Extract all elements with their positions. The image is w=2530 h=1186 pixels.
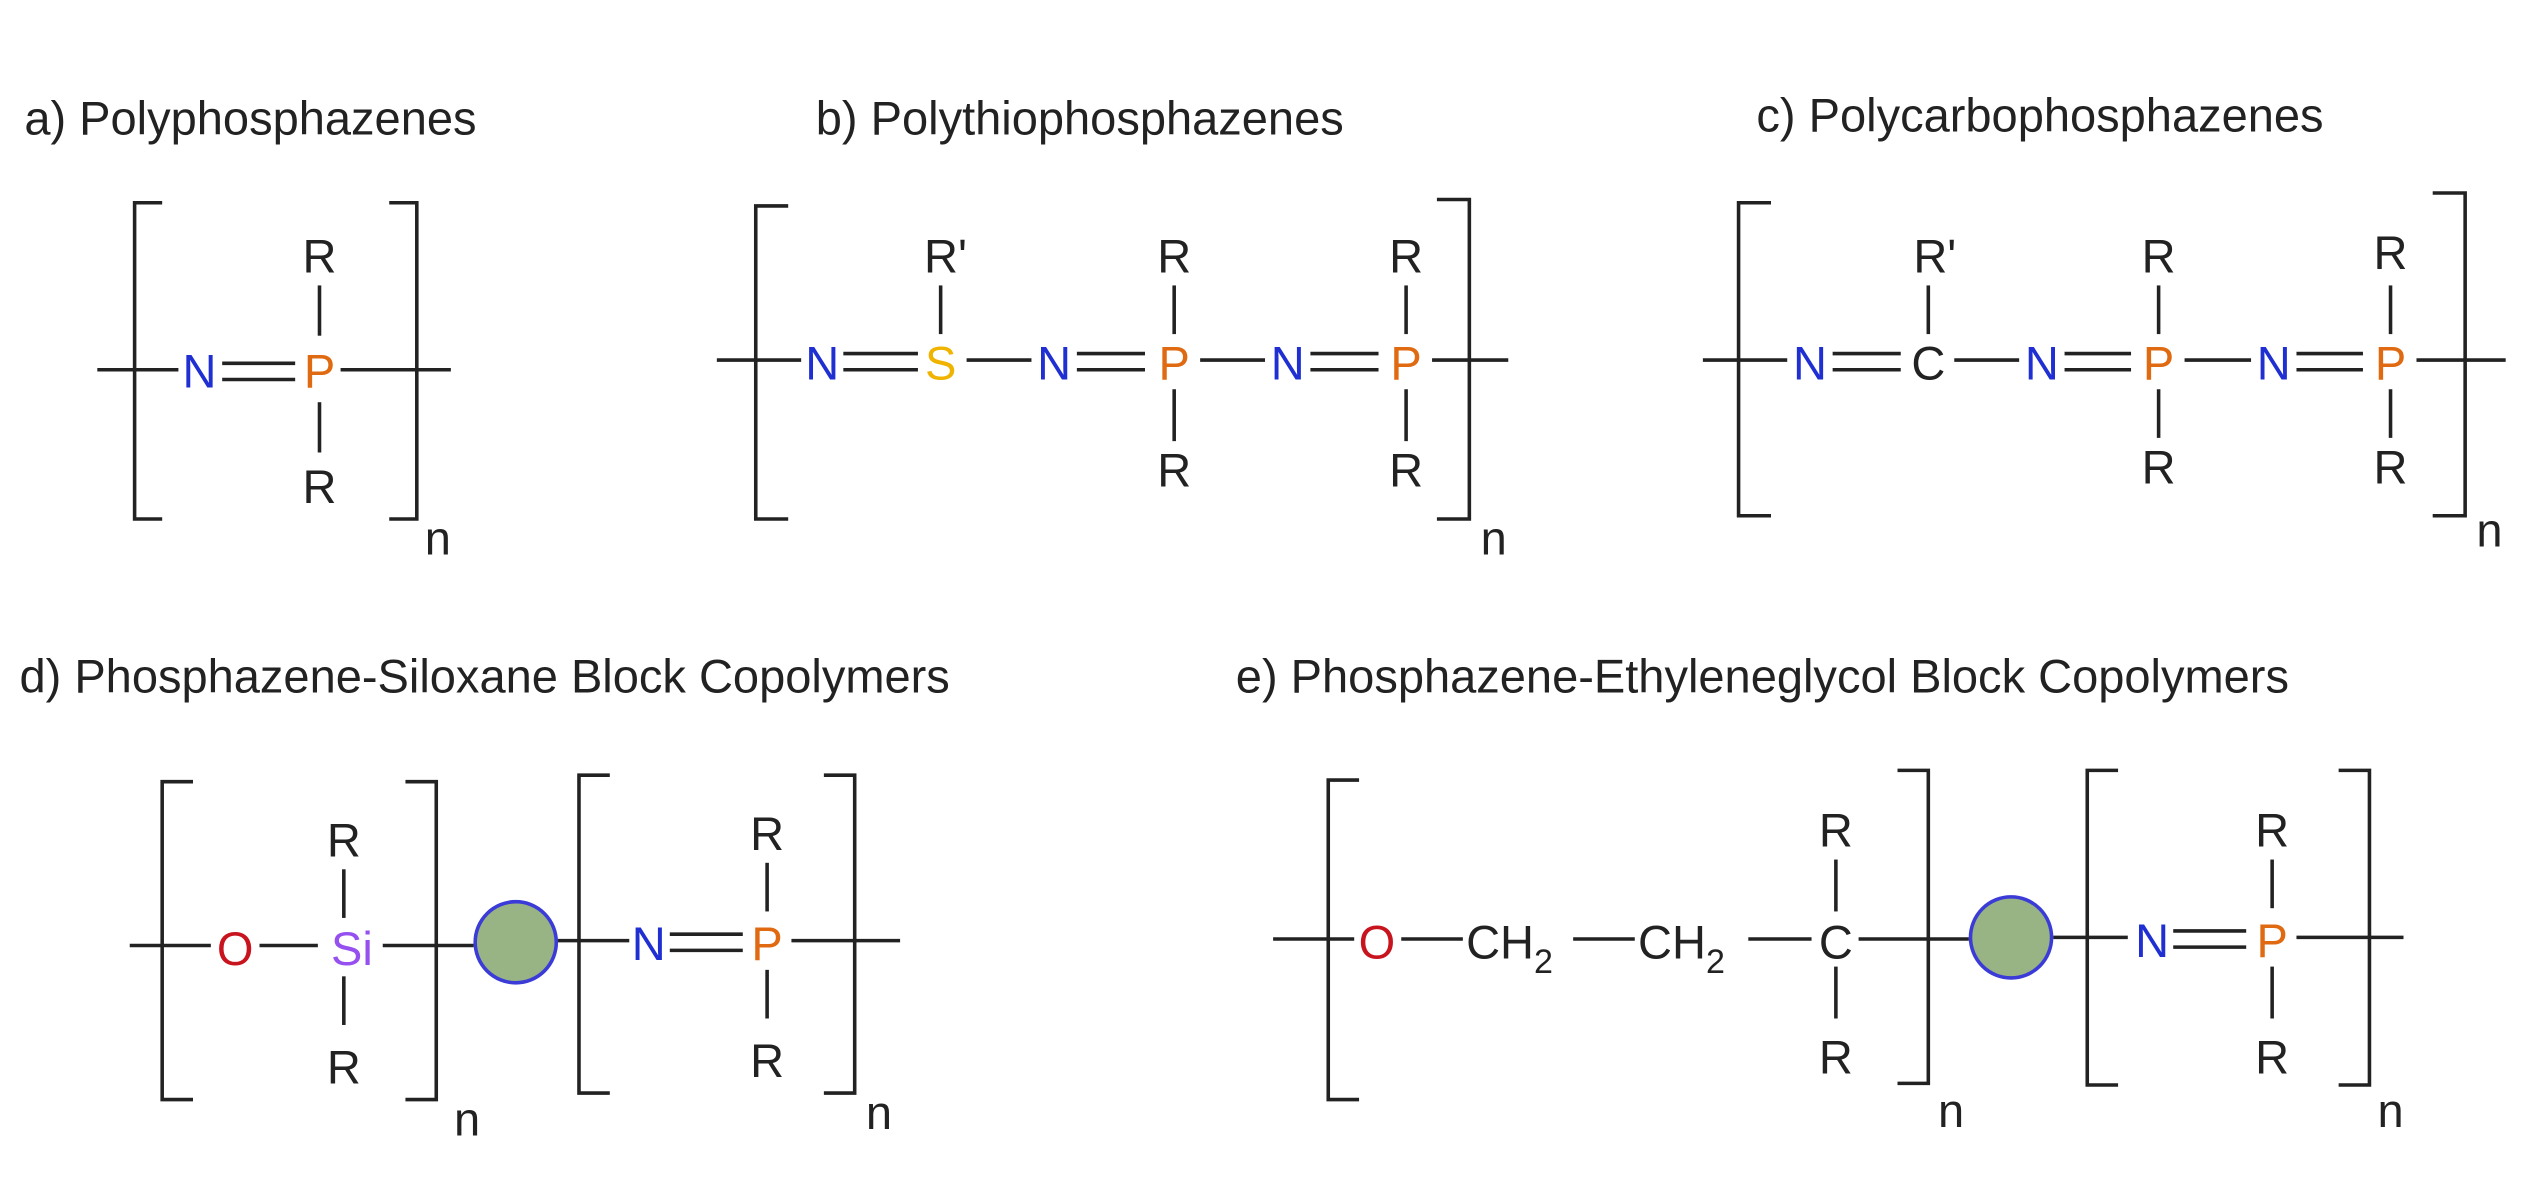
bracket-right	[2338, 768, 2372, 1087]
structure-e	[1273, 768, 2404, 1102]
atom-n: N	[182, 345, 216, 398]
substituent-r: R	[750, 807, 784, 860]
substituent-r: R	[750, 1034, 784, 1087]
atom-n: N	[805, 337, 839, 390]
subscript-2: 2	[1706, 943, 1725, 981]
atom-n: N	[2257, 337, 2291, 390]
block-linker-circle	[1968, 895, 2054, 980]
substituent-r: R	[2255, 804, 2289, 857]
substituent-r: R	[1389, 444, 1423, 497]
subscript-2: 2	[1534, 943, 1553, 981]
ch-label: CH	[1638, 915, 1706, 968]
bracket-left	[753, 204, 789, 521]
repeat-index-n: n	[1481, 512, 1507, 565]
structure-b	[716, 197, 1509, 521]
atom-n: N	[1037, 337, 1071, 390]
atom-p: P	[2375, 337, 2406, 390]
substituent-r: R	[2142, 440, 2176, 493]
atom-si: Si	[331, 922, 373, 975]
structure-d	[129, 773, 901, 1102]
substituent-r: R	[2374, 226, 2408, 279]
bracket-right	[405, 779, 439, 1102]
atom-p: P	[751, 917, 782, 970]
atom-n: N	[1271, 337, 1305, 390]
title-b: b) Polythiophosphazenes	[816, 92, 1344, 145]
title-c: c) Polycarbophosphazenes	[1756, 88, 2323, 141]
bracket-right	[1897, 768, 1931, 1086]
substituent-r: R	[2374, 440, 2408, 493]
methylene-group: CH2	[1638, 915, 1725, 981]
ch-label: CH	[1466, 915, 1534, 968]
atom-s: S	[925, 337, 956, 390]
bracket-right	[389, 200, 419, 521]
atom-n: N	[2135, 914, 2169, 967]
atom-o: O	[217, 922, 254, 975]
title-d: d) Phosphazene-Siloxane Block Copolymers	[19, 650, 949, 703]
atom-n: N	[2025, 337, 2059, 390]
atom-n: N	[1793, 337, 1827, 390]
substituent-r: R	[1157, 444, 1191, 497]
substituent-r: R	[1157, 229, 1191, 282]
structure-c	[1702, 191, 2506, 518]
structure-a	[97, 200, 451, 521]
bracket-right	[823, 773, 857, 1095]
atom-c: C	[1911, 337, 1945, 390]
repeat-index-n: n	[1938, 1084, 1964, 1137]
title-e: e) Phosphazene-Ethyleneglycol Block Copo…	[1236, 650, 2289, 703]
atom-o: O	[1359, 915, 1396, 968]
substituent-r: R	[2255, 1031, 2289, 1084]
substituent-r-prime: R'	[1913, 229, 1956, 282]
repeat-index-n: n	[454, 1092, 480, 1145]
repeat-index-n: n	[866, 1086, 892, 1139]
repeat-index-n: n	[425, 512, 451, 565]
substituent-r: R	[303, 229, 337, 282]
methylene-group: CH2	[1466, 915, 1553, 981]
bracket-left	[577, 773, 610, 1095]
repeat-index-n: n	[2377, 1084, 2403, 1137]
substituent-r: R	[327, 1040, 361, 1093]
bracket-left	[132, 200, 163, 521]
substituent-r: R	[327, 813, 361, 866]
substituent-r: R	[1819, 1031, 1853, 1084]
block-linker-circle	[473, 899, 559, 985]
substituent-r: R	[1389, 229, 1423, 282]
repeat-index-n: n	[2476, 504, 2502, 557]
atom-c: C	[1819, 915, 1853, 968]
bracket-left	[2085, 768, 2119, 1087]
atom-n: N	[632, 917, 666, 970]
atom-p: P	[1390, 337, 1421, 390]
bracket-right	[2432, 191, 2467, 518]
atom-p: P	[304, 345, 335, 398]
substituent-r: R	[2142, 229, 2176, 282]
title-a: a) Polyphosphazenes	[24, 92, 476, 145]
atom-p: P	[2143, 337, 2174, 390]
atom-p: P	[2256, 914, 2287, 967]
substituent-r: R	[303, 460, 337, 513]
substituent-r: R	[1819, 804, 1853, 857]
substituent-r-prime: R'	[924, 229, 967, 282]
bracket-left	[160, 779, 193, 1102]
atom-p: P	[1159, 337, 1190, 390]
